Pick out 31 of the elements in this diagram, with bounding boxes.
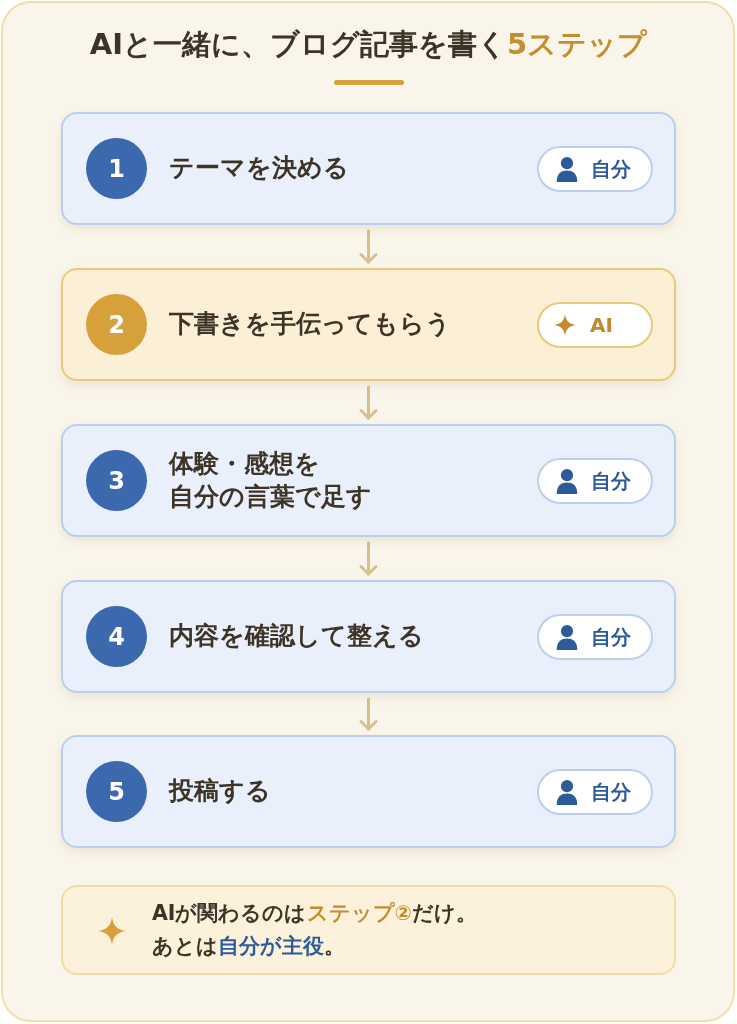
step-text: 下書きを手伝ってもらう xyxy=(169,308,451,341)
role-label: 自分 xyxy=(591,155,631,183)
step-number: 4 xyxy=(86,606,147,667)
role-label: AI xyxy=(590,313,613,337)
step-card xyxy=(61,268,676,381)
role-label: 自分 xyxy=(591,467,631,495)
step-text: テーマを決める xyxy=(169,152,349,185)
role-label: 自分 xyxy=(591,778,631,806)
role-badge xyxy=(537,146,653,192)
step-text: 体験・感想を自分の言葉で足す xyxy=(169,448,372,513)
arrow xyxy=(359,385,378,420)
note-text: AIが関わるのはステップ②だけ。あとは自分が主役。 xyxy=(152,900,477,960)
step-text: 内容を確認して整える xyxy=(169,620,424,653)
step-number: 1 xyxy=(86,138,147,199)
role-badge xyxy=(537,769,653,815)
step-card xyxy=(61,424,676,537)
step-number: 3 xyxy=(86,450,147,511)
role-badge xyxy=(537,302,653,348)
step-card xyxy=(61,735,676,848)
step-card xyxy=(61,112,676,225)
arrow xyxy=(359,541,378,576)
role-badge xyxy=(537,458,653,504)
step-text: 投稿する xyxy=(169,775,271,808)
step-card xyxy=(61,580,676,693)
arrow xyxy=(359,229,378,264)
step-number: 5 xyxy=(86,761,147,822)
arrow xyxy=(359,697,378,731)
role-label: 自分 xyxy=(591,623,631,651)
step-number: 2 xyxy=(86,294,147,355)
note-card xyxy=(61,885,676,975)
role-badge xyxy=(537,614,653,660)
